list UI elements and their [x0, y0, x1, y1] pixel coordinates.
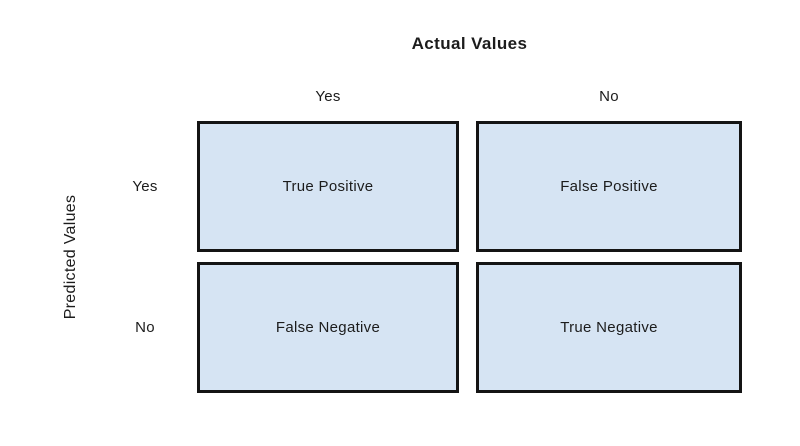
- column-header-yes: Yes: [315, 88, 341, 105]
- cell-false-negative: False Negative: [197, 262, 459, 393]
- row-header-no: No: [135, 319, 155, 336]
- row-header-yes: Yes: [132, 178, 158, 195]
- cell-true-positive: True Positive: [197, 121, 459, 252]
- cell-false-positive: False Positive: [476, 121, 742, 252]
- predicted-values-label: Predicted Values: [62, 194, 79, 320]
- cell-true-negative: True Negative: [476, 262, 742, 393]
- actual-values-title: Actual Values: [411, 34, 528, 53]
- column-header-no: No: [599, 88, 619, 105]
